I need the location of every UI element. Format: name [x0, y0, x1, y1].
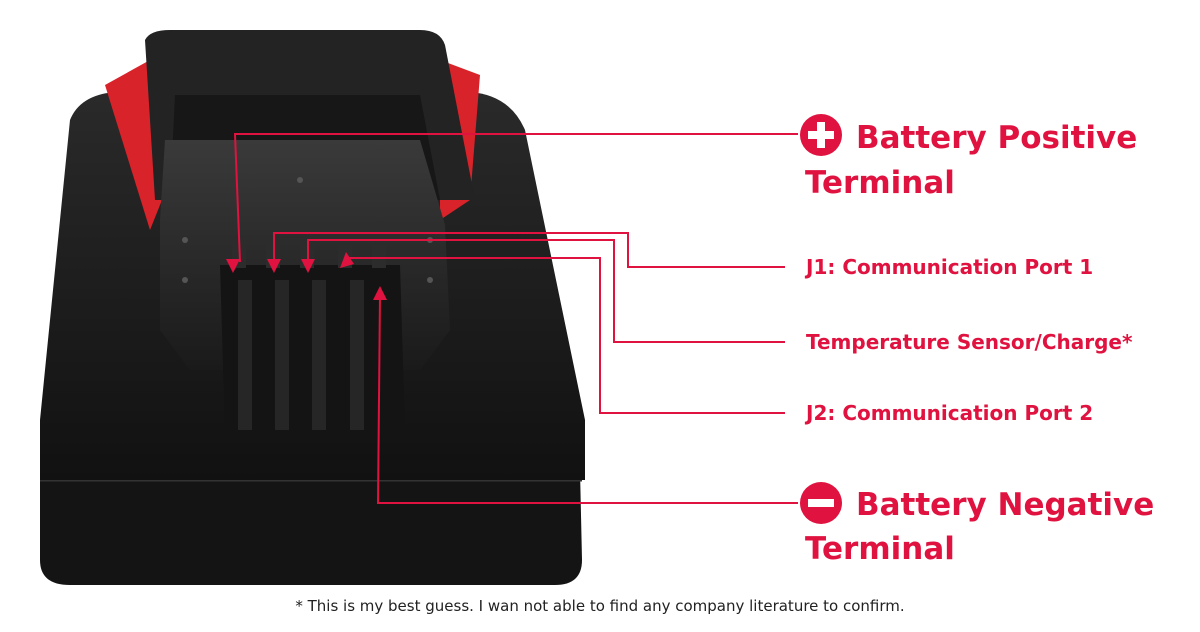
screw-dot	[182, 237, 188, 243]
positive-label-line1: Battery Positive	[856, 120, 1138, 156]
leader-positive	[233, 133, 798, 263]
j2-label: J2: Communication Port 2	[806, 401, 1094, 425]
arrowhead-temp	[301, 259, 315, 273]
terminal-rib	[275, 280, 289, 430]
screw-dot	[182, 277, 188, 283]
terminal-slot	[372, 240, 386, 268]
negative-label-line1: Battery Negative	[856, 487, 1155, 523]
screw-dot	[297, 177, 303, 183]
negative-label-line2: Terminal	[805, 531, 955, 567]
battery-base	[40, 470, 582, 585]
arrowhead-j1	[267, 259, 281, 273]
terminal-rib	[238, 280, 252, 430]
temperature-label: Temperature Sensor/Charge*	[806, 330, 1133, 354]
leader-temp	[307, 239, 785, 343]
leader-negative	[376, 293, 798, 504]
screw-dot	[427, 277, 433, 283]
arrowhead-j2	[340, 252, 354, 268]
arrowhead-positive	[226, 259, 240, 273]
positive-label-line2: Terminal	[805, 165, 955, 201]
leader-j1	[273, 232, 785, 268]
terminal-rib	[312, 280, 326, 430]
terminal-rib	[350, 280, 364, 430]
minus-circle-icon	[800, 482, 842, 524]
plus-circle-icon	[800, 114, 842, 156]
footnote: * This is my best guess. I wan not able …	[295, 597, 905, 615]
j1-label: J1: Communication Port 1	[806, 255, 1094, 279]
arrowhead-negative	[373, 286, 387, 300]
